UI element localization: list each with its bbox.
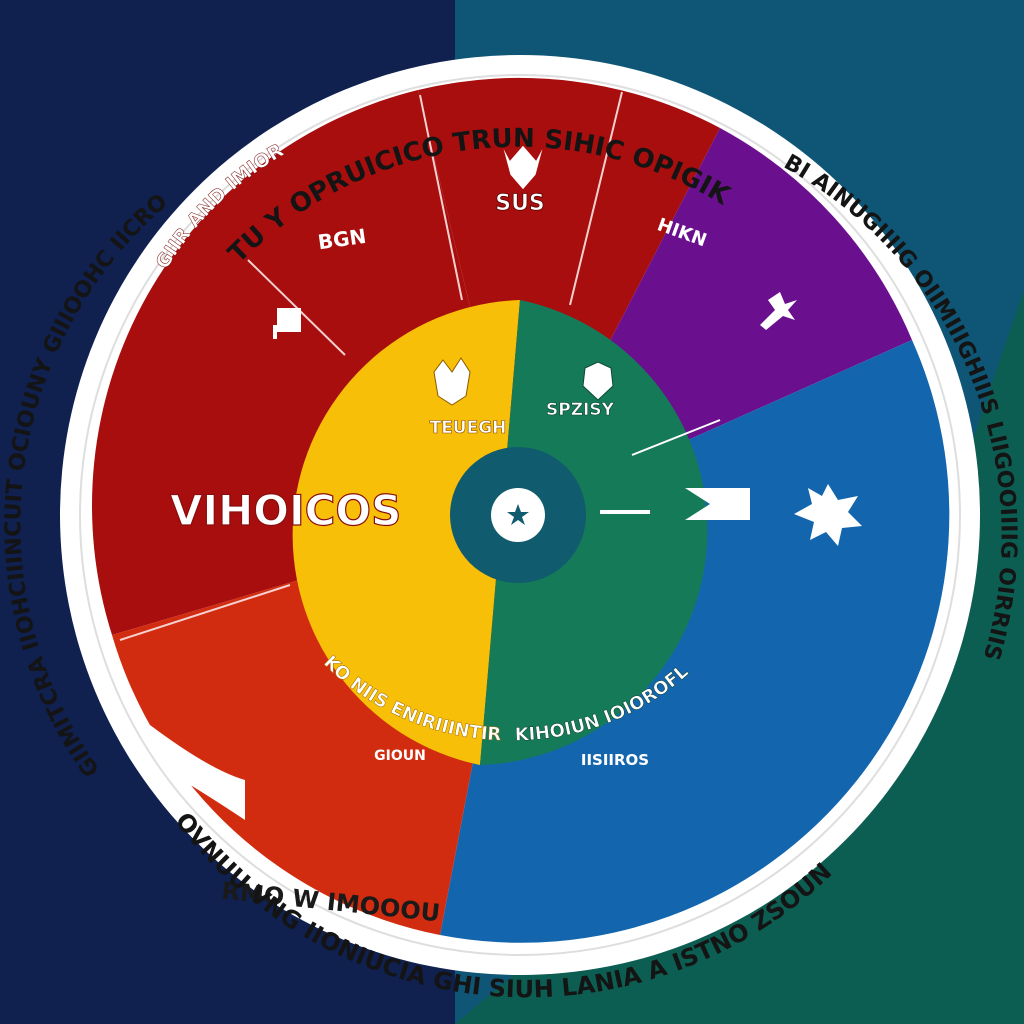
ribbon-icon [150,725,245,820]
divider-line-2 [569,91,623,306]
divider-line-4 [119,584,291,641]
background-right-bottom [455,290,1024,1024]
outer-ring-border [79,74,961,956]
pointer-line [631,419,721,456]
segment-dividers [119,91,623,641]
yellow-sub: GIOUN [374,748,426,764]
star-icon [507,504,529,525]
fleur-icon [501,144,545,191]
divider-line-3 [247,259,346,356]
green-sub: IISIIROS [581,751,649,769]
yellow-label: TEUEGH [430,418,507,438]
top-segment-label: SUS [495,191,545,216]
wordmark: VIHOICOS [170,486,401,535]
crest-yellow-icon [433,357,471,406]
flag-icon [273,308,301,339]
green-label: SPZISY [546,400,615,420]
starburst-icon [794,484,862,546]
inner-yellow-half[interactable] [292,300,520,765]
wand-icon [760,292,797,330]
arrow-tab-icon [685,488,750,520]
segment-blue[interactable] [440,340,950,943]
segment-red-top[interactable] [418,77,720,516]
crest-green-icon [582,361,614,401]
divider-line-1 [419,94,463,301]
inner-green-half[interactable] [480,300,708,765]
